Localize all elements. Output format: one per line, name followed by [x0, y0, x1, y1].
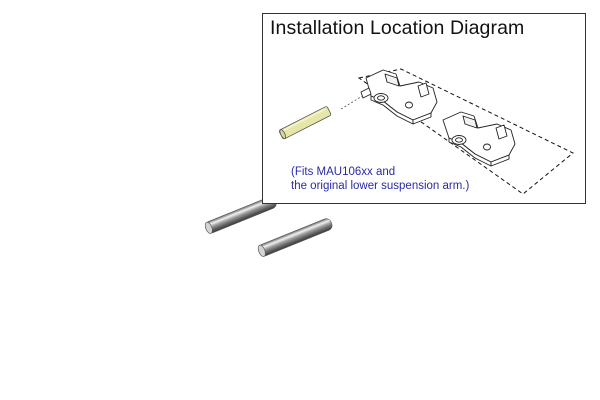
pin-lower: [257, 218, 333, 257]
installation-location-inset: Installation Location Diagram: [262, 13, 586, 204]
pin-upper: [204, 196, 277, 234]
compatibility-note-line-1: (Fits MAU106xx and: [291, 166, 396, 178]
compatibility-note: (Fits MAU106xx and the original lower su…: [291, 165, 469, 193]
inset-title: Installation Location Diagram: [270, 17, 525, 39]
suspension-arm-diagram: [279, 68, 574, 195]
highlighted-pin: [279, 106, 332, 140]
compatibility-note-line-2: the original lower suspension arm.): [291, 180, 470, 192]
suspension-arm-upper: [360, 69, 438, 125]
insertion-guide-line: [340, 91, 370, 110]
suspension-arm-lower: [442, 111, 516, 167]
